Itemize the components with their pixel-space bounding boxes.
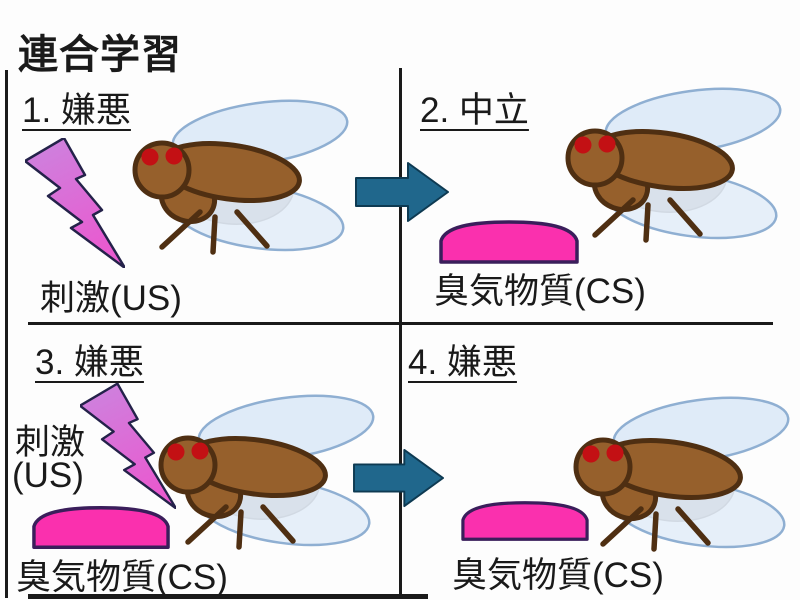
stimulus-us-label: 刺激(US) bbox=[40, 279, 182, 318]
page-title: 連合学習 bbox=[18, 33, 182, 77]
panel-1-label: 1. 嫌悪 bbox=[22, 91, 131, 130]
odor-blob-icon bbox=[461, 501, 589, 541]
panel-3-label: 3. 嫌悪 bbox=[35, 343, 144, 382]
vertical-divider-line bbox=[399, 68, 402, 597]
left-frame-line bbox=[5, 70, 8, 598]
stimulus-us-label-line1: 刺激 bbox=[15, 423, 86, 462]
fly-icon bbox=[110, 95, 370, 295]
panel-2-label: 2. 中立 bbox=[420, 91, 529, 130]
odor-cs-label: 臭気物質(CS) bbox=[16, 558, 228, 597]
odor-cs-label: 臭気物質(CS) bbox=[452, 556, 664, 595]
arrow-right-icon bbox=[353, 448, 444, 508]
bottom-bar bbox=[28, 594, 428, 599]
fly-icon bbox=[543, 83, 800, 283]
stimulus-us-label-line2: (US) bbox=[12, 456, 84, 495]
odor-blob-icon bbox=[32, 506, 170, 549]
panel-4-label: 4. 嫌悪 bbox=[408, 343, 517, 382]
horizontal-divider-line bbox=[28, 322, 773, 325]
arrow-right-icon bbox=[355, 162, 449, 222]
odor-cs-label: 臭気物質(CS) bbox=[434, 272, 646, 311]
odor-blob-icon bbox=[439, 220, 579, 264]
